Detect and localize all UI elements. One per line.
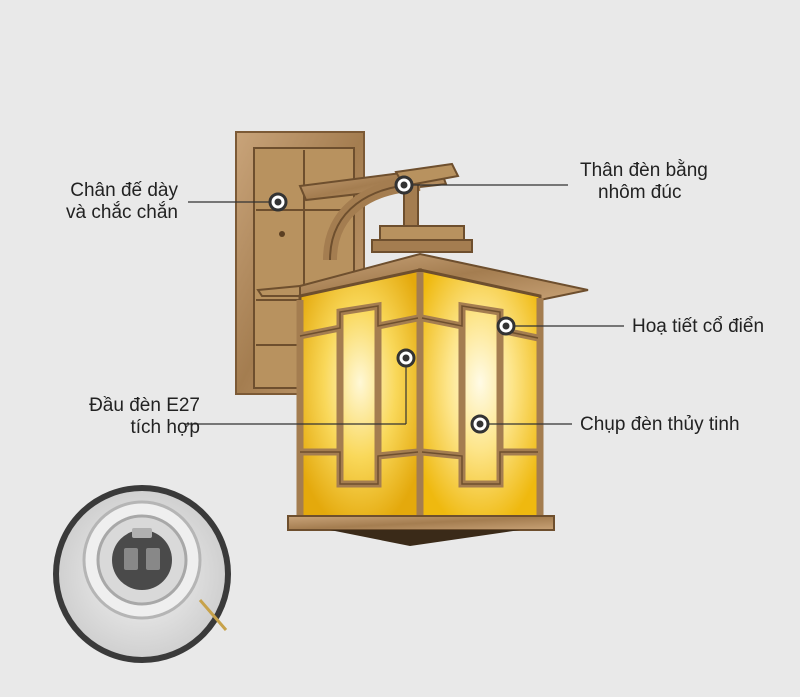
lantern-base <box>287 515 555 546</box>
callout-socket: Đầu đèn E27 tích hợp <box>20 395 200 439</box>
callout-socket-line1: Đầu đèn E27 <box>89 395 200 416</box>
callout-base-line1: Chân đế dày <box>70 180 178 201</box>
callout-socket-line2: tích hợp <box>130 417 201 438</box>
callout-shade-line1: Chụp đèn thủy tinh <box>580 414 740 435</box>
callout-lines <box>184 184 624 425</box>
callout-body-line2: nhôm đúc <box>598 182 682 203</box>
callout-shade: Chụp đèn thủy tinh <box>580 414 790 436</box>
callout-body: Thân đèn bằng nhôm đúc <box>580 160 780 204</box>
callout-pattern: Hoạ tiết cổ điển <box>632 316 792 338</box>
callout-dots <box>268 175 516 434</box>
callout-base: Chân đế dày và chắc chắn <box>20 180 178 224</box>
callout-body-line1: Thân đèn bằng <box>580 160 708 181</box>
e27-socket-inset <box>53 485 231 663</box>
callout-base-line2: và chắc chắn <box>66 202 178 223</box>
callout-pattern-line1: Hoạ tiết cổ điển <box>632 316 765 337</box>
